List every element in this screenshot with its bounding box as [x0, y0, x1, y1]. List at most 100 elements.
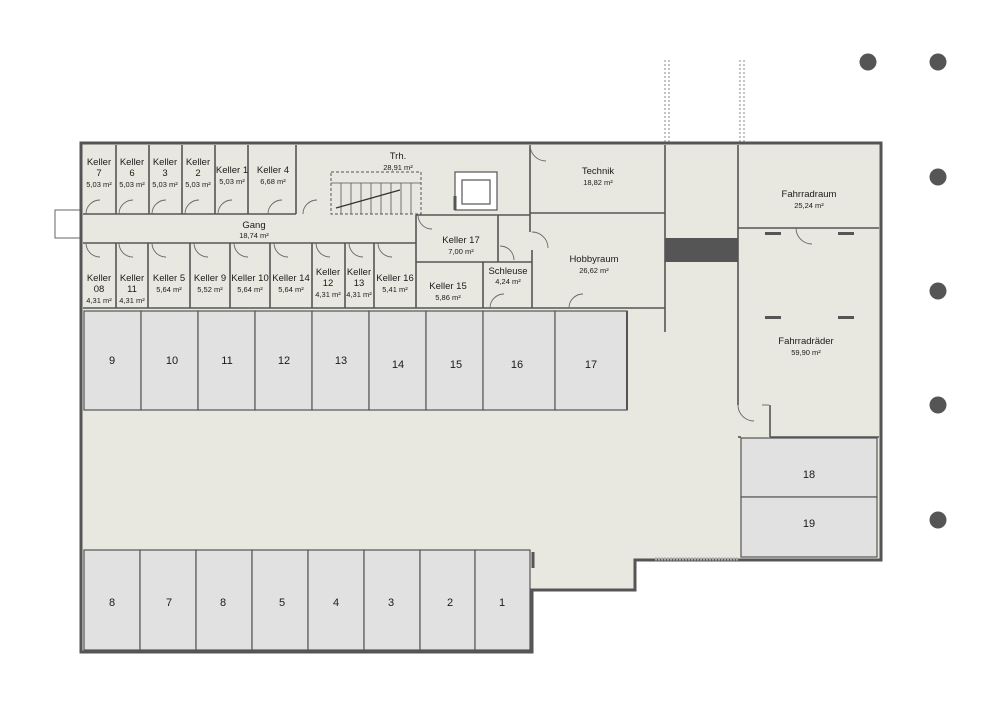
interior-walls [83, 145, 879, 438]
room-name: Fahrradraum [782, 189, 837, 200]
room-keller08: Keller 08 4,31 m² [86, 273, 112, 305]
room-keller3: Keller 3 5,03 m² [152, 157, 178, 189]
room-area: 25,24 m² [794, 201, 824, 210]
parking-number: 12 [278, 355, 290, 367]
room-area: 59,90 m² [791, 348, 821, 357]
parking-spot [139, 549, 197, 651]
room-keller14: Keller 14 5,64 m² [272, 273, 310, 294]
room-name: Trh. [390, 151, 407, 162]
room-keller2: Keller 2 5,03 m² [185, 157, 211, 189]
room-name: Keller 1 [216, 165, 248, 176]
parking-number: 8 [220, 597, 226, 609]
parking-spot [251, 549, 309, 651]
parking-spot [474, 549, 531, 651]
room-name: Keller [87, 157, 111, 168]
room-area: 5,86 m² [435, 293, 461, 302]
wall-marks [765, 232, 854, 319]
room-name: Keller [153, 157, 177, 168]
room-trh: Trh. 28,91 m² [383, 151, 413, 172]
elevator [453, 171, 498, 211]
room-keller12: Keller 12 4,31 m² [315, 267, 341, 299]
parking-number: 10 [166, 355, 178, 367]
room-hobbyraum: Hobbyraum 26,62 m² [569, 254, 618, 275]
room-name: Keller 16 [376, 273, 414, 284]
room-name: Keller 17 [442, 235, 480, 246]
room-keller7: Keller 7 5,03 m² [86, 157, 112, 189]
parking-row-bottom [83, 549, 531, 651]
room-name: Keller [120, 273, 144, 284]
door-swings [85, 144, 813, 422]
parking-spot [425, 310, 484, 411]
room-name: Keller [120, 157, 144, 168]
room-area: 5,64 m² [156, 285, 182, 294]
room-keller9: Keller 9 5,52 m² [194, 273, 226, 294]
parking-number: 8 [109, 597, 115, 609]
room-name: Keller [186, 157, 210, 168]
room-keller1: Keller 1 5,03 m² [216, 165, 248, 186]
room-name: 2 [195, 168, 200, 179]
parking-spot [368, 310, 427, 411]
parking-spot [307, 549, 365, 651]
parking-spot [482, 310, 556, 411]
room-fahrradraum: Fahrradraum 25,24 m² [782, 189, 837, 210]
shaft-lines [664, 60, 745, 143]
room-area: 4,31 m² [119, 296, 145, 305]
parking-number: 17 [585, 359, 597, 371]
room-name: Keller [347, 267, 371, 278]
room-area: 5,03 m² [152, 180, 178, 189]
parking-spot [195, 549, 253, 651]
parking-number: 14 [392, 359, 404, 371]
parking-number: 2 [447, 597, 453, 609]
room-name: Keller [87, 273, 111, 284]
room-name: 6 [129, 168, 134, 179]
parking-number: 1 [499, 597, 505, 609]
parking-row-right [740, 437, 878, 558]
room-name: Technik [582, 166, 614, 177]
room-area: 5,64 m² [237, 285, 263, 294]
parking-spot [740, 496, 878, 558]
room-name: Keller 9 [194, 273, 226, 284]
room-area: 18,82 m² [583, 178, 613, 187]
room-area: 5,03 m² [86, 180, 112, 189]
shaft-block [665, 238, 738, 262]
parking-spot [554, 310, 628, 411]
room-technik: Technik 18,82 m² [582, 166, 614, 187]
parking-spot [83, 549, 141, 651]
room-area: 18,74 m² [239, 231, 269, 240]
room-name: 12 [323, 278, 334, 289]
parking-number: 16 [511, 359, 523, 371]
room-name: Hobbyraum [569, 254, 618, 265]
room-area: 4,24 m² [495, 277, 521, 286]
parking-number: 19 [803, 518, 815, 530]
room-area: 4,31 m² [346, 290, 372, 299]
room-keller11: Keller 11 4,31 m² [119, 273, 145, 305]
outer-wall [79, 141, 883, 654]
room-keller17: Keller 17 7,00 m² [442, 235, 480, 256]
room-name: Keller 4 [257, 165, 289, 176]
parking-spot [83, 310, 142, 411]
room-name: 13 [354, 278, 365, 289]
room-area: 5,03 m² [119, 180, 145, 189]
room-keller5: Keller 5 5,64 m² [153, 273, 185, 294]
staircase [330, 171, 422, 215]
room-keller6: Keller 6 5,03 m² [119, 157, 145, 189]
parking-spot [363, 549, 421, 651]
room-name: Gang [242, 220, 265, 231]
parking-number: 5 [279, 597, 285, 609]
room-keller16: Keller 16 5,41 m² [376, 273, 414, 294]
room-name: 11 [127, 284, 137, 295]
parking-number: 4 [333, 597, 339, 609]
entrance-box [54, 209, 82, 239]
parking-number: 13 [335, 355, 347, 367]
parking-number: 18 [803, 469, 815, 481]
parking-spot [419, 549, 476, 651]
parking-row-top [83, 310, 628, 411]
room-keller10: Keller 10 5,64 m² [231, 273, 269, 294]
parking-number: 15 [450, 359, 462, 371]
room-keller13: Keller 13 4,31 m² [346, 267, 372, 299]
room-area: 5,64 m² [278, 285, 304, 294]
room-area: 5,52 m² [197, 285, 223, 294]
columns [859, 53, 947, 529]
room-area: 28,91 m² [383, 163, 413, 172]
